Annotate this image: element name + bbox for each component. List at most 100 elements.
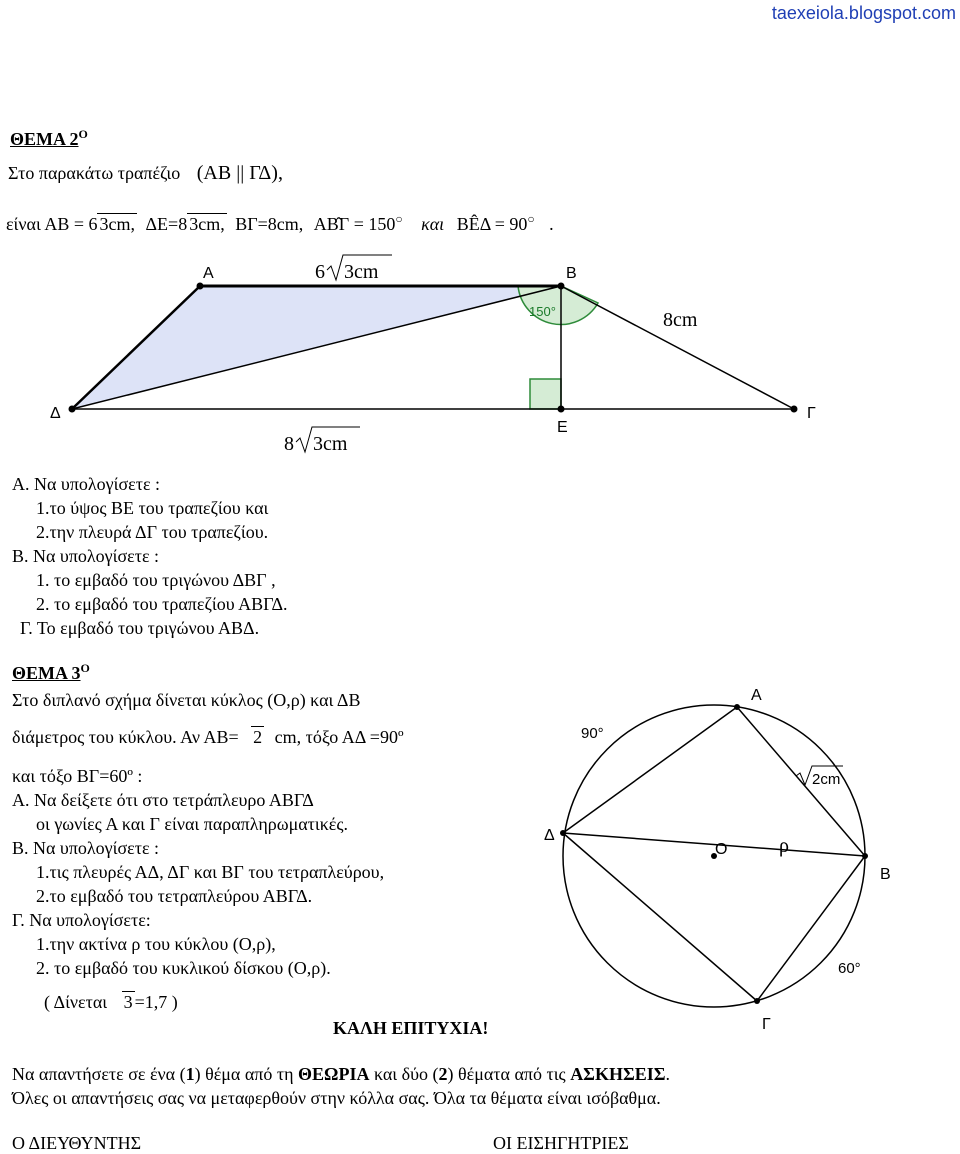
side-bg bbox=[560, 285, 795, 410]
footer-l1-h: ΑΣΚΗΣΕΙΣ bbox=[570, 1064, 666, 1084]
given-end-dot: . bbox=[549, 214, 554, 234]
point-a2 bbox=[734, 704, 740, 710]
footer-line1: Να απαντήσετε σε ένα (1) θέμα από τη ΘΕΩ… bbox=[12, 1064, 670, 1085]
footer-l1-f: 2 bbox=[438, 1064, 448, 1084]
theme2-parallel: (ΑΒ || ΓΔ), bbox=[196, 162, 283, 184]
point-b bbox=[557, 282, 565, 290]
theme2-qa2: 2.την πλευρά ΔΓ του τραπεζίου. bbox=[36, 522, 269, 542]
footer-l1-b: 1 bbox=[185, 1064, 195, 1084]
theme3-title-text: ΘΕΜΑ 3 bbox=[12, 663, 81, 683]
point-o bbox=[711, 853, 717, 859]
point-d bbox=[68, 405, 76, 413]
ab-root-radical bbox=[795, 765, 843, 787]
theme2-qa: Α. Να υπολογίσετε : bbox=[12, 474, 161, 494]
label-b: Β bbox=[566, 265, 577, 282]
diagonal-db bbox=[71, 285, 562, 410]
label-a: Α bbox=[203, 265, 214, 282]
theme3-qb: Β. Να υπολογίσετε : bbox=[12, 838, 160, 858]
theme2-title: ΘΕΜΑ 2Ο bbox=[10, 127, 88, 150]
theme3-title-sup: Ο bbox=[80, 661, 90, 675]
good-luck: ΚΑΛΗ ΕΠΙΤΥΧΙΑ! bbox=[333, 1018, 489, 1038]
theme3-qg1: 1.την ακτίνα ρ του κύκλου (Ο,ρ), bbox=[36, 934, 276, 954]
chord-bg bbox=[756, 855, 866, 1002]
given-ab-root: 3cm, bbox=[97, 213, 137, 234]
arc-bg-label: 60° bbox=[838, 960, 861, 977]
diameter-db bbox=[562, 832, 866, 857]
chord-gd bbox=[562, 832, 758, 1002]
point-g2 bbox=[754, 998, 760, 1004]
theme2-qb1: 1. το εμβαδό του τριγώνου ΔΒΓ , bbox=[36, 570, 276, 590]
label-g2: Γ bbox=[762, 1016, 771, 1033]
top-length-prefix: 6 bbox=[315, 261, 325, 283]
label-rho: ρ bbox=[779, 835, 789, 857]
theme3-given-root: 3 bbox=[121, 991, 135, 1012]
label-g: Γ bbox=[807, 405, 816, 422]
given-bg: ΒΓ=8cm, bbox=[235, 214, 304, 234]
theme2-intro-text: Στο παρακάτω τραπέζιο bbox=[8, 163, 181, 183]
theme3-qb1: 1.τις πλευρές ΑΔ, ΔΓ και ΒΓ του τετραπλε… bbox=[36, 862, 385, 882]
bottom-length-prefix: 8 bbox=[284, 433, 294, 455]
chord-da bbox=[562, 706, 738, 834]
theme2-intro: Στο παρακάτω τραπέζιο (ΑΒ || ΓΔ), bbox=[8, 162, 283, 185]
theme2-qg: Γ. Το εμβαδό του τριγώνου ΑΒΔ. bbox=[20, 618, 260, 638]
footer-line2: Όλες οι απαντήσεις σας να μεταφερθούν στ… bbox=[12, 1088, 661, 1108]
theme3-given-prefix: ( Δίνεται bbox=[44, 992, 108, 1012]
point-d2 bbox=[560, 830, 566, 836]
label-b2: Β bbox=[880, 866, 891, 883]
footer-l1-g: ) θέματα από τις bbox=[447, 1064, 571, 1084]
theme3-qg2: 2. το εμβαδό του κυκλικού δίσκου (Ο,ρ). bbox=[36, 958, 331, 978]
theme3-qb2: 2.το εμβαδό του τετραπλεύρου ΑΒΓΔ. bbox=[36, 886, 313, 906]
theme2-qa1: 1.το ύψος ΒΕ του τραπεζίου και bbox=[36, 498, 269, 518]
label-o: Ο bbox=[715, 841, 727, 858]
given-angle-abg: ΑΒ̂Γ = 150 bbox=[313, 214, 396, 234]
footer-l1-a: Να απαντήσετε σε ένα ( bbox=[12, 1064, 186, 1084]
theme3-line2-root: 2 bbox=[251, 726, 265, 747]
footer-l1-d: ΘΕΩΡΙΑ bbox=[298, 1064, 370, 1084]
footer-l1-i: . bbox=[665, 1064, 671, 1084]
theme2-qb: Β. Να υπολογίσετε : bbox=[12, 546, 160, 566]
point-g bbox=[790, 405, 798, 413]
teachers: ΟΙ ΕΙΣΗΓΗΤΡΙΕΣ bbox=[493, 1133, 629, 1153]
given-de: ΔΕ=8 bbox=[145, 214, 188, 234]
arc-ad-label: 90° bbox=[581, 725, 604, 742]
theme3-title: ΘΕΜΑ 3Ο bbox=[12, 661, 90, 684]
label-a2: Α bbox=[751, 687, 762, 704]
theme2-title-text: ΘΕΜΑ 2 bbox=[10, 129, 79, 149]
theme3-qa-cont: οι γωνίες Α και Γ είναι παραπληρωματικές… bbox=[36, 814, 348, 834]
point-e bbox=[557, 405, 565, 413]
theme3-line2-suffix: cm, τόξο ΑΔ =90º bbox=[274, 727, 404, 747]
bottom-length-radical bbox=[295, 426, 360, 454]
given-de-root: 3cm, bbox=[187, 213, 227, 234]
label-e: Ε bbox=[557, 419, 568, 436]
side-bg-length: 8cm bbox=[663, 309, 698, 331]
theme2-title-sup: Ο bbox=[78, 127, 88, 141]
theme3-line2-prefix: διάμετρος του κύκλου. Αν ΑΒ= bbox=[12, 727, 239, 747]
watermark: taexeiola.blogspot.com bbox=[771, 3, 956, 23]
theme3-line1: Στο διπλανό σχήμα δίνεται κύκλος (Ο,ρ) κ… bbox=[12, 690, 361, 710]
footer-l1-c: ) θέμα από τη bbox=[194, 1064, 299, 1084]
theme3-line3: και τόξο ΒΓ=60º : bbox=[12, 766, 143, 786]
label-d2: Δ bbox=[544, 827, 555, 844]
director: Ο ΔΙΕΥΘΥΝΤΗΣ bbox=[12, 1133, 142, 1153]
footer-l1-e: και δύο ( bbox=[369, 1064, 439, 1084]
bottom-length-root: 3cm bbox=[313, 433, 348, 455]
given-angle-bed: ΒÊΔ = 90 bbox=[456, 214, 528, 234]
theme3-line2: διάμετρος του κύκλου. Αν ΑΒ= 2 cm, τόξο … bbox=[12, 726, 404, 748]
given-ab: είναι ΑΒ = 6 bbox=[6, 214, 98, 234]
label-d: Δ bbox=[50, 405, 61, 422]
point-a bbox=[196, 282, 204, 290]
top-length-radical bbox=[326, 254, 392, 282]
theme3-given-suffix: =1,7 ) bbox=[134, 992, 178, 1012]
side-da bbox=[71, 285, 201, 410]
theme3-qa: Α. Να δείξετε ότι στο τετράπλευρο ΑΒΓΔ bbox=[12, 790, 314, 810]
theme3-qg: Γ. Να υπολογίσετε: bbox=[12, 910, 151, 930]
ab-root-label: 2cm bbox=[812, 771, 840, 788]
chord-ab bbox=[736, 706, 866, 857]
angle-150-label: 150° bbox=[529, 304, 556, 319]
point-b2 bbox=[862, 853, 868, 859]
given-kai: και bbox=[421, 214, 445, 234]
theme2-qb2: 2. το εμβαδό του τραπεζίου ΑΒΓΔ. bbox=[36, 594, 288, 614]
